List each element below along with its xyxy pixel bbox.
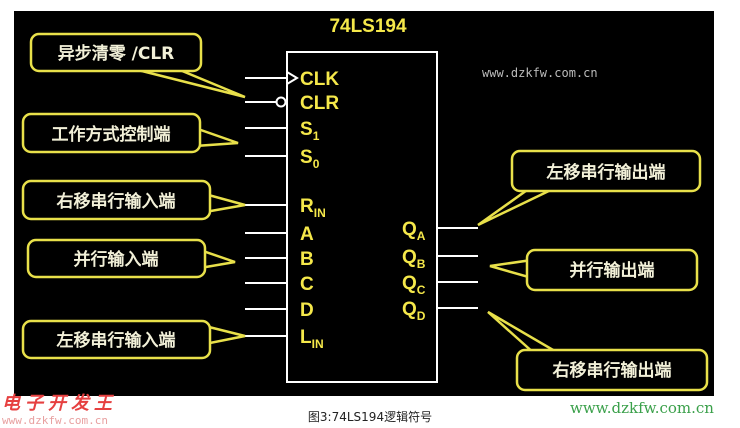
pin-s1: S1 xyxy=(300,119,320,143)
inner-url-watermark: www.dzkfw.com.cn xyxy=(482,66,598,80)
svg-text:异步清零 /CLR: 异步清零 /CLR xyxy=(58,43,175,64)
pin-clr: CLR xyxy=(300,93,339,114)
logo-url-watermark: www.dzkfw.com.cn xyxy=(2,414,108,427)
clock-triangle-icon xyxy=(286,71,299,85)
pin-qc: QC xyxy=(402,273,426,297)
callout-mode: 工作方式控制端 xyxy=(21,112,239,154)
svg-text:右移串行输入端: 右移串行输入端 xyxy=(57,191,176,212)
inversion-bubble-icon xyxy=(275,96,287,108)
callout-left-serial-out: 左移串行输出端 xyxy=(477,149,702,227)
logo-watermark: 电子开发王 xyxy=(2,393,117,414)
callout-left-serial-in: 左移串行输入端 xyxy=(21,319,246,360)
callout-clear: 异步清零 /CLR xyxy=(29,32,246,99)
pin-b: B xyxy=(300,249,314,270)
pin-c: C xyxy=(300,274,314,295)
callout-right-serial-out: 右移串行输出端 xyxy=(487,310,709,392)
left-pin-wires xyxy=(245,71,299,337)
corner-url-watermark: www.dzkfw.com.cn xyxy=(570,399,714,417)
pin-lin: LIN xyxy=(300,327,324,351)
svg-text:左移串行输出端: 左移串行输出端 xyxy=(547,162,666,183)
pin-qd: QD xyxy=(402,299,426,323)
callout-parallel-out: 并行输出端 xyxy=(489,248,699,292)
pin-s0: S0 xyxy=(300,147,320,171)
svg-text:工作方式控制端: 工作方式控制端 xyxy=(52,124,171,145)
figure-caption: 图3:74LS194逻辑符号 xyxy=(307,410,433,424)
pin-qa: QA xyxy=(402,219,426,243)
pin-qb: QB xyxy=(402,247,426,271)
svg-text:右移串行输出端: 右移串行输出端 xyxy=(553,360,672,381)
pin-d: D xyxy=(300,300,314,321)
svg-text:左移串行输入端: 左移串行输入端 xyxy=(57,330,176,351)
callout-right-serial-in: 右移串行输入端 xyxy=(21,179,246,221)
chip-title: 74LS194 xyxy=(329,16,407,37)
svg-text:并行输出端: 并行输出端 xyxy=(570,260,655,281)
pin-a: A xyxy=(300,224,314,245)
chip-body xyxy=(286,51,438,383)
right-pin-wires xyxy=(437,227,478,309)
callout-parallel-in: 并行输入端 xyxy=(26,238,236,279)
pin-rin: RIN xyxy=(300,196,326,220)
svg-text:并行输入端: 并行输入端 xyxy=(74,249,159,270)
pin-clk: CLK xyxy=(300,69,339,90)
